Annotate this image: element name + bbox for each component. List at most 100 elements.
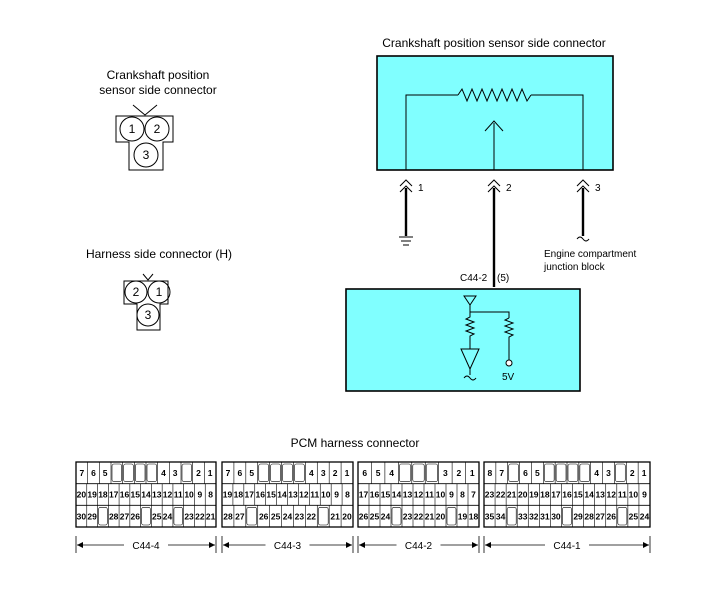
pcm-empty-cavity xyxy=(135,463,146,482)
crank-pin-3-circle xyxy=(133,142,159,168)
pcm-pin-label: 20 xyxy=(77,490,87,500)
crank-connector-title-1: Crankshaft position xyxy=(107,68,210,82)
terminal-3-label: 3 xyxy=(595,183,601,194)
pcm-empty-cavity xyxy=(425,463,438,482)
crank-connector-housing xyxy=(115,115,174,171)
pcm-pin-label: 19 xyxy=(87,490,97,500)
crank-connector-title-2: sensor side connector xyxy=(99,83,216,97)
pcm-pin-label: 23 xyxy=(485,490,495,500)
pcm-empty-cavity xyxy=(399,463,412,482)
pcm-pin-label: 13 xyxy=(288,490,298,500)
pcm-pin-label: 23 xyxy=(295,511,305,521)
pcm-pin-label: 12 xyxy=(163,490,173,500)
pcm-pin-label: 26 xyxy=(130,511,140,521)
terminal-1: 1 xyxy=(399,179,424,246)
pcm-pin-label: 3 xyxy=(606,468,611,478)
pcm-pin-label: 2 xyxy=(196,468,201,478)
crank-connector-latch xyxy=(132,104,158,116)
pcm-pin-label: 6 xyxy=(237,468,242,478)
wiper-arrow xyxy=(484,120,504,132)
harness-side-connector: Harness side connector (H) 2 1 3 xyxy=(86,247,232,331)
pcm-pin-label: 28 xyxy=(584,511,594,521)
pcm-pin-label: 25 xyxy=(152,511,162,521)
pcm-block-name: C44-3 xyxy=(274,541,302,552)
pcm-pin-label: 20 xyxy=(518,490,528,500)
pcm-pin-label: 11 xyxy=(310,490,319,500)
pcm-block-name: C44-4 xyxy=(132,541,160,552)
pcm-dim-arrow-right-icon xyxy=(643,542,649,548)
pcm-pin-label: 8 xyxy=(488,468,493,478)
pcm-pin-label: 18 xyxy=(98,490,108,500)
pcm-buffer-icon xyxy=(460,348,480,371)
pcm-pin-label: 14 xyxy=(392,490,402,500)
crank-sensor-connector: Crankshaft position sensor side connecto… xyxy=(99,68,217,171)
pcm-pin-label: 22 xyxy=(307,511,317,521)
pcm-empty-cavity xyxy=(246,507,258,526)
pcm-pin-label: 25 xyxy=(271,511,281,521)
pcm-empty-cavity xyxy=(181,463,192,482)
pcm-pin-label: 4 xyxy=(309,468,314,478)
pcm-pin-label: 11 xyxy=(174,490,183,500)
pcm-pin-label: 17 xyxy=(245,490,255,500)
pcm-pin-label: 26 xyxy=(259,511,269,521)
pcm-pin-label: 23 xyxy=(184,511,194,521)
pcm-pin-label: 8 xyxy=(345,490,350,500)
pcm-empty-cavity xyxy=(543,463,555,482)
pcm-pullup-resistor xyxy=(503,317,515,360)
pcm-pin-label: 3 xyxy=(321,468,326,478)
pcm-pin-label: 23 xyxy=(403,511,413,521)
pcm-pin-label: (5) xyxy=(497,273,509,284)
pcm-pin-label: 21 xyxy=(425,511,435,521)
pcm-pin-label: 28 xyxy=(223,511,233,521)
pcm-pin-label: 13 xyxy=(403,490,413,500)
pcm-pin-label: 19 xyxy=(529,490,539,500)
pcm-pin-label: 9 xyxy=(197,490,202,500)
ground-icon xyxy=(399,236,413,246)
pcm-pin-label: 1 xyxy=(208,468,213,478)
pcm-pin-label: 6 xyxy=(362,468,367,478)
pcm-pin-label: 16 xyxy=(255,490,265,500)
pcm-pin-label: 7 xyxy=(471,490,476,500)
junction-connector-icon xyxy=(576,236,590,242)
pcm-pin-label: 35 xyxy=(485,511,495,521)
pcm-pin-label: 20 xyxy=(342,511,352,521)
pcm-pin-label: 14 xyxy=(277,490,287,500)
pcm-empty-cavity xyxy=(173,507,183,526)
pcm-pin-label: 22 xyxy=(195,511,205,521)
pcm-pin-label: 5 xyxy=(376,468,381,478)
pcm-pin-label: 3 xyxy=(443,468,448,478)
pcm-connector-label: C44-2 xyxy=(460,273,488,284)
crank-pin-2: 2 xyxy=(154,122,161,136)
terminal-2-label: 2 xyxy=(506,183,512,194)
terminal-2-symbol xyxy=(487,179,501,193)
pcm-pin-label: 24 xyxy=(640,511,650,521)
pcm-empty-cavity xyxy=(123,463,134,482)
pcm-pin-label: 8 xyxy=(208,490,213,500)
pcm-empty-cavity xyxy=(579,463,591,482)
pcm-empty-cavity xyxy=(562,507,572,526)
pcm-empty-cavity xyxy=(508,463,519,482)
pcm-block-name: C44-1 xyxy=(553,541,581,552)
pcm-pin-label: 4 xyxy=(594,468,599,478)
pcm-empty-cavity xyxy=(270,463,281,482)
pcm-pin-label: 7 xyxy=(79,468,84,478)
pcm-pin-label: 26 xyxy=(607,511,617,521)
pcm-box xyxy=(345,288,581,392)
terminal-3-symbol xyxy=(576,179,590,193)
pcm-pin-label: 15 xyxy=(573,490,583,500)
pcm-pin-label: 7 xyxy=(226,468,231,478)
pcm-empty-cavity xyxy=(506,507,517,526)
crank-pin-2-circle xyxy=(144,116,170,142)
pcm-pin-label: 12 xyxy=(299,490,309,500)
resistor-symbol xyxy=(457,87,532,103)
sensor-box xyxy=(376,55,614,171)
pcm-pin-label: 2 xyxy=(333,468,338,478)
pcm-empty-cavity xyxy=(567,463,579,482)
harness-pin-b: 1 xyxy=(156,285,163,299)
pcm-dim-arrow-right-icon xyxy=(209,542,215,548)
pcm-pin-label: 2 xyxy=(456,468,461,478)
pcm-pin-label: 26 xyxy=(359,511,369,521)
